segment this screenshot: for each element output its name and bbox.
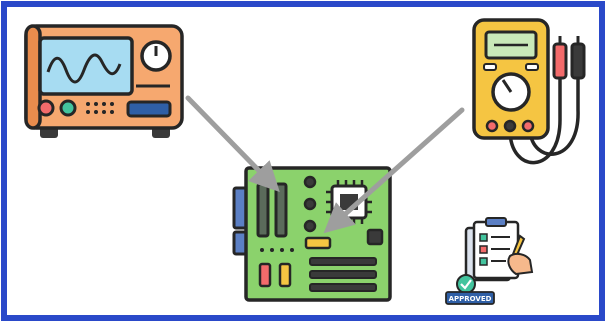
- approved-document-icon: APPROVED: [445, 217, 534, 305]
- circuit-board-icon: [232, 166, 392, 302]
- oscilloscope-icon: [24, 24, 184, 138]
- multimeter-icon: [472, 18, 586, 165]
- approved-stamp-text: APPROVED: [449, 295, 492, 303]
- arrow-oscilloscope-to-board: [185, 95, 280, 193]
- arrow-multimeter-to-board: [323, 107, 465, 234]
